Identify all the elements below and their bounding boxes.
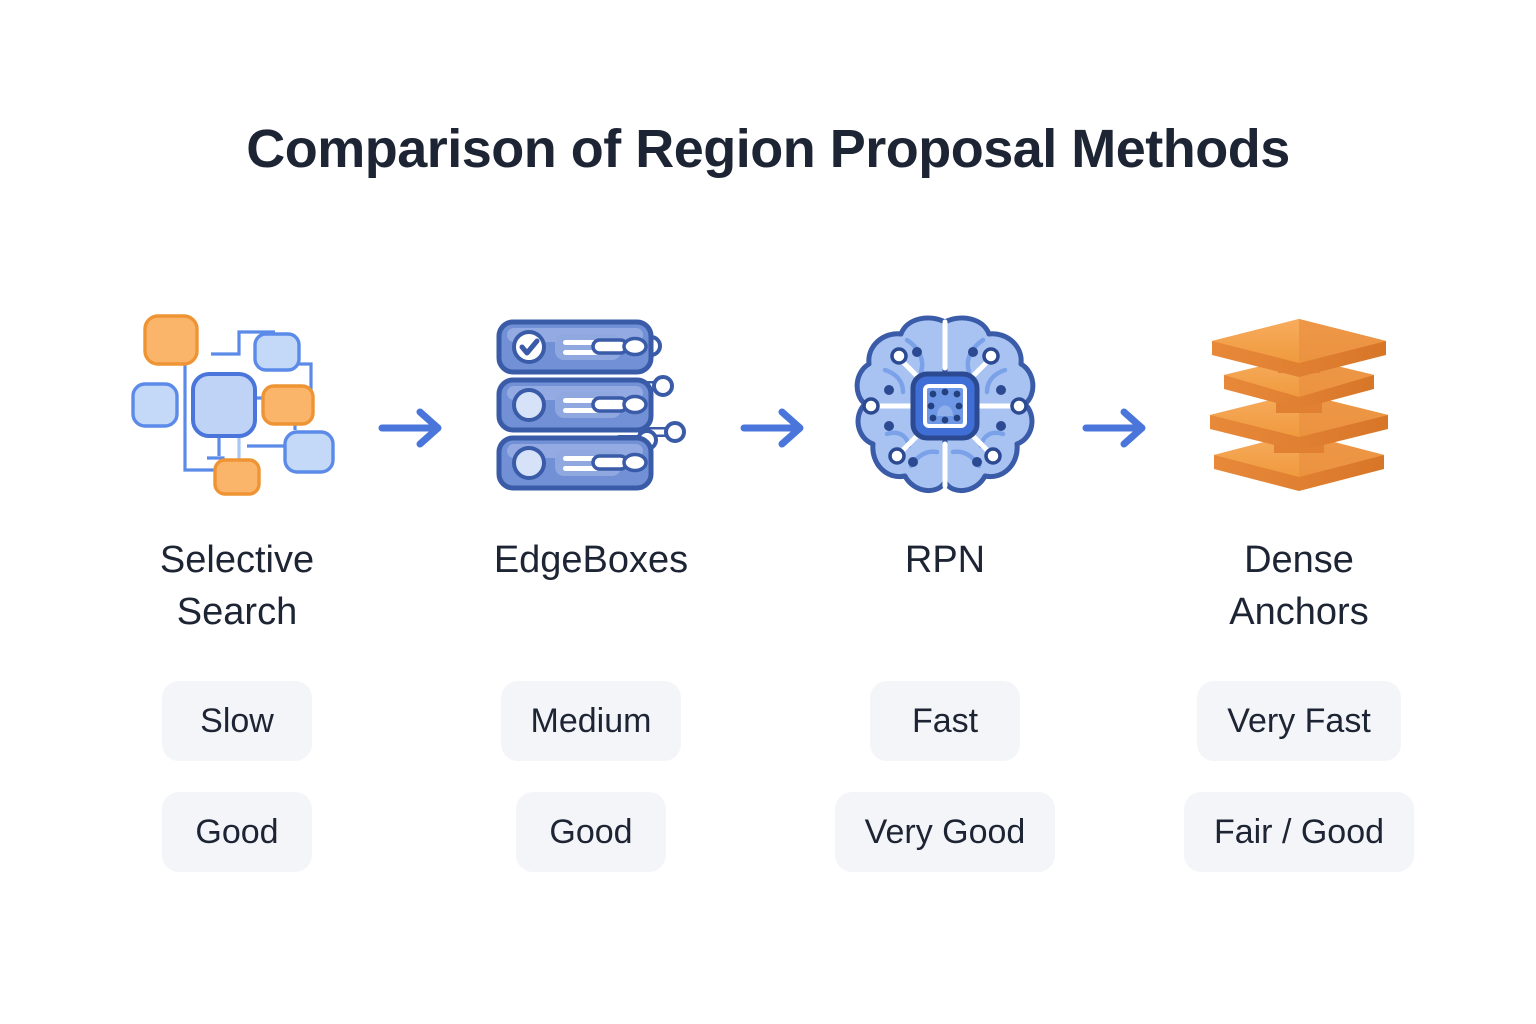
server-stack-circuit-icon bbox=[476, 300, 706, 512]
speed-cell: Very Fast bbox=[1158, 681, 1440, 761]
quality-cell: Fair / Good bbox=[1158, 792, 1440, 872]
quality-badge: Good bbox=[162, 792, 312, 872]
speed-cell: Fast bbox=[804, 681, 1086, 761]
quality-row: Good Good Very Good Fair / Good bbox=[96, 792, 1440, 872]
arrow-right-icon bbox=[1082, 408, 1146, 448]
quality-cell: Good bbox=[96, 792, 378, 872]
quality-cell: Very Good bbox=[804, 792, 1086, 872]
speed-badge: Fast bbox=[870, 681, 1020, 761]
speed-cell: Medium bbox=[450, 681, 732, 761]
speed-badge: Very Fast bbox=[1197, 681, 1401, 761]
method-label: Selective Search bbox=[159, 539, 315, 633]
method-column-selective-search: Selective Search bbox=[96, 300, 378, 638]
method-label: RPN bbox=[904, 539, 986, 581]
method-column-dense-anchors: Dense Anchors bbox=[1158, 300, 1440, 638]
speed-cell: Slow bbox=[96, 681, 378, 761]
method-label: EdgeBoxes bbox=[493, 539, 689, 581]
speed-row: Slow Medium Fast Very Fast bbox=[96, 681, 1440, 761]
page-title: Comparison of Region Proposal Methods bbox=[246, 119, 1290, 179]
speed-badge: Slow bbox=[162, 681, 312, 761]
brain-chip-icon bbox=[830, 300, 1060, 512]
speed-badge: Medium bbox=[500, 681, 682, 761]
network-graph-icon bbox=[122, 300, 352, 512]
quality-badge: Very Good bbox=[834, 792, 1056, 872]
arrow-right-icon bbox=[378, 408, 442, 448]
method-label: Dense Anchors bbox=[1229, 539, 1369, 633]
quality-badge: Good bbox=[516, 792, 666, 872]
quality-cell: Good bbox=[450, 792, 732, 872]
method-column-edgeboxes: EdgeBoxes bbox=[450, 300, 732, 586]
quality-badge: Fair / Good bbox=[1183, 792, 1415, 872]
method-column-rpn: RPN bbox=[804, 300, 1086, 586]
stacked-layers-icon bbox=[1184, 300, 1414, 512]
methods-row: Selective Search bbox=[96, 300, 1440, 638]
arrow-right-icon bbox=[740, 408, 804, 448]
